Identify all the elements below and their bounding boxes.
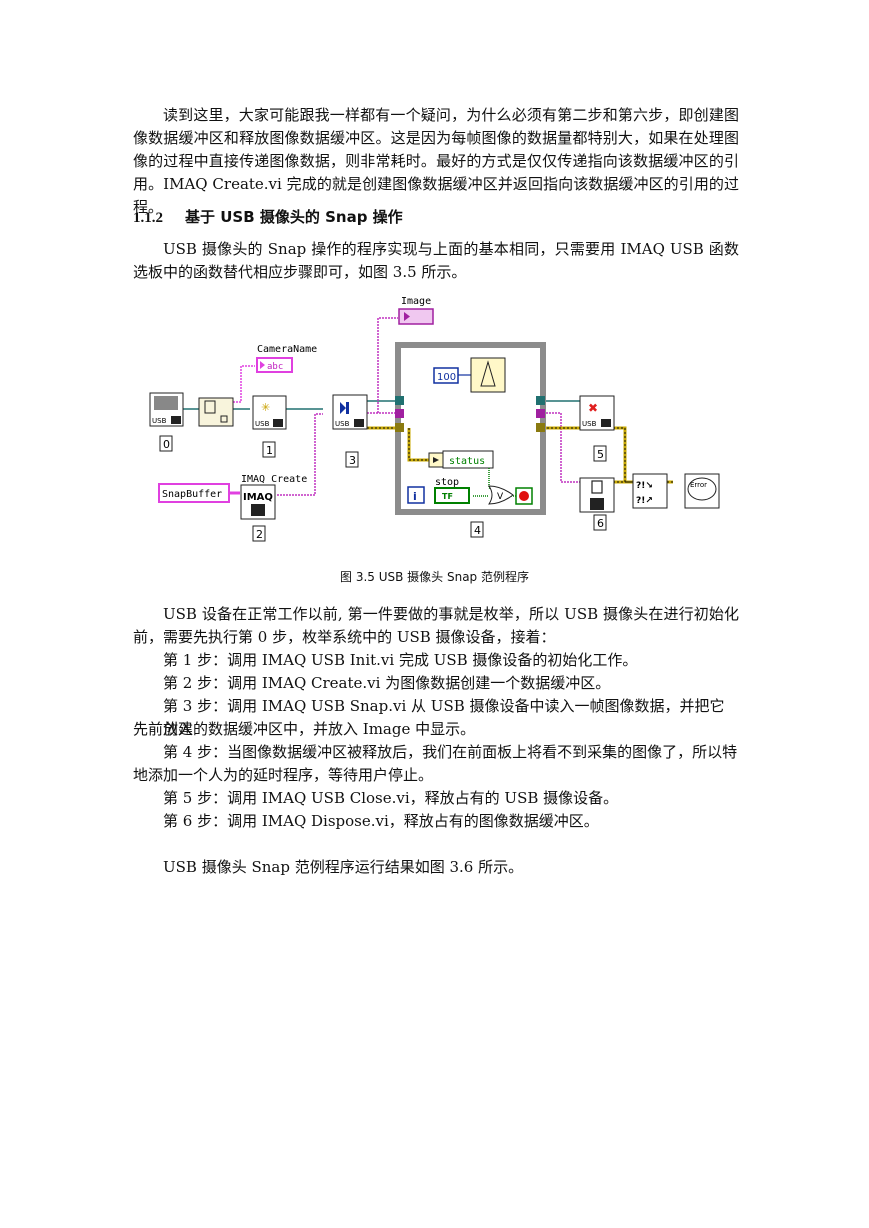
usb-text: USB bbox=[582, 420, 597, 428]
stop-button-control bbox=[434, 487, 470, 504]
speech-bubble-icon bbox=[687, 477, 717, 501]
step-line: 第 3 步：调用 IMAQ USB Snap.vi 从 USB 摄像设备中读入一… bbox=[163, 697, 725, 738]
step-number: 3 bbox=[349, 454, 356, 467]
camera-name-control bbox=[256, 357, 293, 373]
section-title: 基于 USB 摄像头的 Snap 操作 bbox=[185, 208, 403, 226]
step-number: 0 bbox=[163, 438, 170, 451]
close-icon: ✖ bbox=[588, 401, 598, 415]
camera-name-type: abc bbox=[267, 362, 283, 372]
wait-constant-value: 100 bbox=[437, 372, 456, 383]
step-number: 4 bbox=[474, 524, 481, 537]
section-heading: 1.1.2 基于 USB 摄像头的 Snap 操作 bbox=[133, 206, 403, 227]
step-number: 2 bbox=[256, 528, 263, 541]
image-display-wire bbox=[377, 317, 398, 413]
camera-name-label: CameraName bbox=[257, 344, 317, 355]
tunnel bbox=[536, 409, 545, 418]
stop-type: TF bbox=[442, 492, 453, 501]
camera-icon bbox=[154, 396, 178, 410]
imaq-text: IMAQ bbox=[243, 492, 273, 503]
intro-paragraph: 读到这里，大家可能跟我一样都有一个疑问，为什么必须有第二步和第六步，即创建图像数… bbox=[133, 106, 739, 216]
step-number: 5 bbox=[597, 448, 604, 461]
snap-play-icon bbox=[340, 402, 349, 414]
init-star-icon: ✳ bbox=[261, 401, 270, 414]
merge-errors-node bbox=[632, 473, 668, 509]
step-labels: 0 1 2 3 4 5 6 bbox=[159, 435, 607, 542]
snapbuffer-constant bbox=[158, 483, 230, 503]
tunnel bbox=[395, 423, 404, 432]
array-icon bbox=[204, 400, 216, 414]
body-paragraph: USB 设备在正常工作以前, 第一件要做的事就是枚举，所以 USB 摄像头在进行… bbox=[133, 605, 739, 646]
snapbuffer-text: SnapBuffer bbox=[162, 489, 222, 500]
tunnel bbox=[536, 396, 545, 405]
step-line: 先前创建的数据缓冲区中，并放入 Image 中显示。 bbox=[133, 720, 476, 738]
image-indicator-label: Image bbox=[401, 296, 431, 307]
step-line: 第 2 步：调用 IMAQ Create.vi 为图像数据创建一个数据缓冲区。 bbox=[163, 674, 611, 692]
merge-errors-icon: ?!↘ bbox=[636, 481, 653, 491]
step-line: 第 5 步：调用 IMAQ USB Close.vi，释放占有的 USB 摄像设… bbox=[163, 789, 619, 807]
tunnel bbox=[536, 423, 545, 432]
closing-paragraph: USB 摄像头 Snap 范例程序运行结果如图 3.6 所示。 bbox=[163, 858, 524, 876]
usb-text: USB bbox=[335, 420, 350, 428]
trash-icon bbox=[591, 480, 603, 494]
image-ref-wire bbox=[277, 413, 323, 496]
step-line: 第 1 步：调用 IMAQ USB Init.vi 完成 USB 摄像设备的初始… bbox=[163, 651, 638, 669]
figure-caption: 图 3.5 USB 摄像头 Snap 范例程序 bbox=[340, 570, 529, 584]
usb-close-node bbox=[579, 395, 615, 431]
step-number: 6 bbox=[597, 517, 604, 530]
camera-name-wire bbox=[218, 365, 255, 403]
usb-text: USB bbox=[152, 417, 167, 425]
step-line: 第 6 步：调用 IMAQ Dispose.vi，释放占有的图像数据缓冲区。 bbox=[163, 812, 599, 830]
image-wire-inner bbox=[367, 412, 580, 483]
image-indicator bbox=[398, 308, 434, 325]
labview-block-diagram: Image CameraName abc USB ✳ USB USB IMAQ … bbox=[149, 296, 720, 542]
step-line: 第 4 步：当图像数据缓冲区被释放后，我们在前面板上将看不到采集的图像了，所以特 bbox=[163, 743, 738, 761]
imaq-create-label: IMAQ Create bbox=[241, 474, 307, 485]
usb-text: USB bbox=[255, 420, 270, 428]
svg-text:?!↗: ?!↗ bbox=[636, 496, 653, 506]
stop-label: stop bbox=[435, 477, 459, 488]
error-text: Error bbox=[690, 481, 707, 489]
metronome-icon bbox=[480, 360, 496, 387]
section-paragraph: USB 摄像头的 Snap 操作的程序实现与上面的基本相同，只需要用 IMAQ … bbox=[133, 240, 739, 281]
tunnel bbox=[395, 396, 404, 405]
tunnel bbox=[395, 409, 404, 418]
step-line: 地添加一个人为的延时程序，等待用户停止。 bbox=[133, 766, 434, 784]
reference-wire bbox=[183, 400, 580, 410]
status-label: status bbox=[449, 456, 485, 467]
index-array-node bbox=[198, 397, 234, 427]
status-unbundle-node bbox=[442, 450, 494, 469]
or-symbol: V bbox=[497, 492, 504, 502]
loop-index-text: i bbox=[413, 490, 417, 503]
section-number: 1.1.2 bbox=[133, 210, 163, 226]
stop-icon bbox=[519, 491, 529, 501]
step-number: 1 bbox=[266, 444, 273, 457]
or-gate bbox=[488, 485, 514, 505]
loop-index-terminal bbox=[407, 486, 425, 504]
